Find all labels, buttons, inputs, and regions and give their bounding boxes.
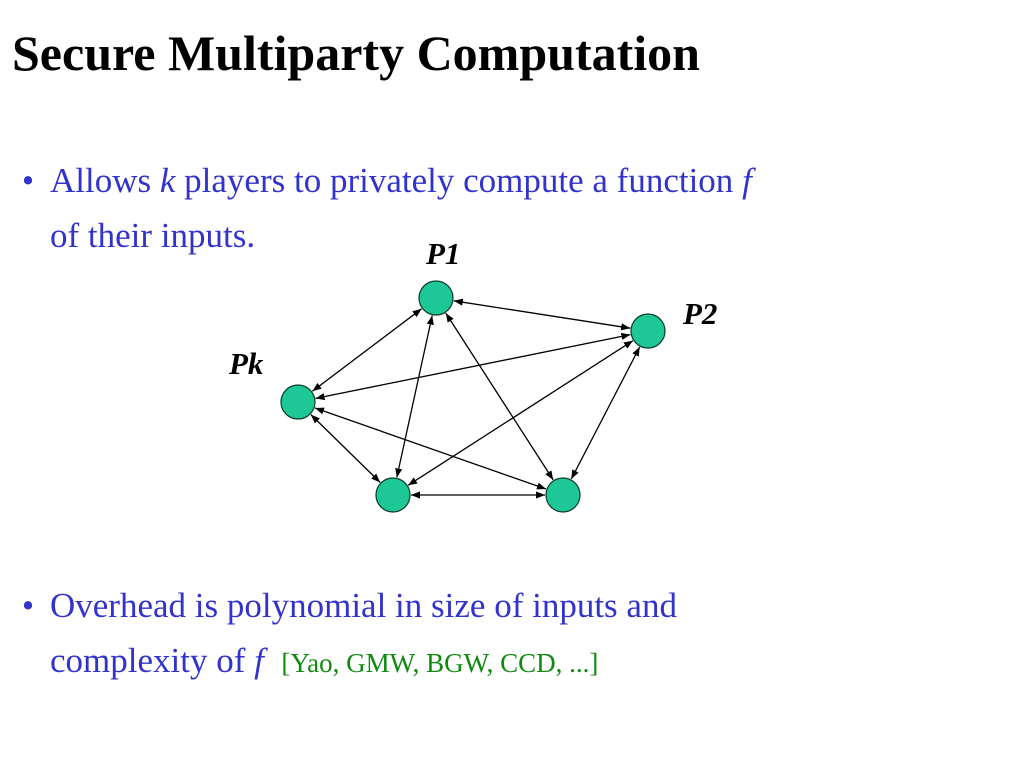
edge-p2-p4 xyxy=(407,340,634,486)
edge-p1-p4 xyxy=(395,315,434,478)
edges xyxy=(310,298,641,499)
bullet-symbol: • xyxy=(21,161,35,200)
bullet-line: Overhead is polynomial in size of inputs… xyxy=(50,586,677,625)
nodes xyxy=(280,280,666,513)
text-complexity: complexity of xyxy=(50,641,255,680)
slide-title: Secure Multiparty Computation xyxy=(12,25,700,81)
bullet-text: Overhead is polynomial in size of inputs… xyxy=(50,578,677,691)
bullet-symbol: • xyxy=(21,586,35,625)
variable-k: k xyxy=(159,161,176,200)
edge-pk-p5 xyxy=(314,407,547,490)
bullet-line: of their inputs. xyxy=(50,216,256,255)
bullet-text: Allows k players to privately compute a … xyxy=(50,153,752,263)
bullet-line: complexity of f [Yao, GMW, BGW, CCD, ...… xyxy=(50,633,677,691)
text-allows: Allows xyxy=(50,161,160,200)
edge-p1-pk xyxy=(312,308,422,392)
text-players: players to privately compute a function xyxy=(175,161,743,200)
label-p1: P1 xyxy=(425,236,460,271)
node-p2 xyxy=(630,313,666,349)
citation: [Yao, GMW, BGW, CCD, ...] xyxy=(281,648,599,678)
edge-pk-p4 xyxy=(310,414,381,483)
variable-f: f xyxy=(742,161,752,200)
edge-p2-p5 xyxy=(570,346,641,480)
label-p2: P2 xyxy=(682,296,717,331)
node-p5 xyxy=(545,477,581,513)
node-p1 xyxy=(418,280,454,316)
label-pk: Pk xyxy=(228,346,264,381)
variable-f: f xyxy=(254,641,264,680)
edge-p1-p5 xyxy=(445,312,554,481)
node-p4 xyxy=(375,477,411,513)
node-pk xyxy=(280,384,316,420)
edge-p2-pk xyxy=(315,332,631,401)
edge-p1-p2 xyxy=(453,298,631,331)
bullet-line: Allows k players to privately compute a … xyxy=(50,153,752,208)
